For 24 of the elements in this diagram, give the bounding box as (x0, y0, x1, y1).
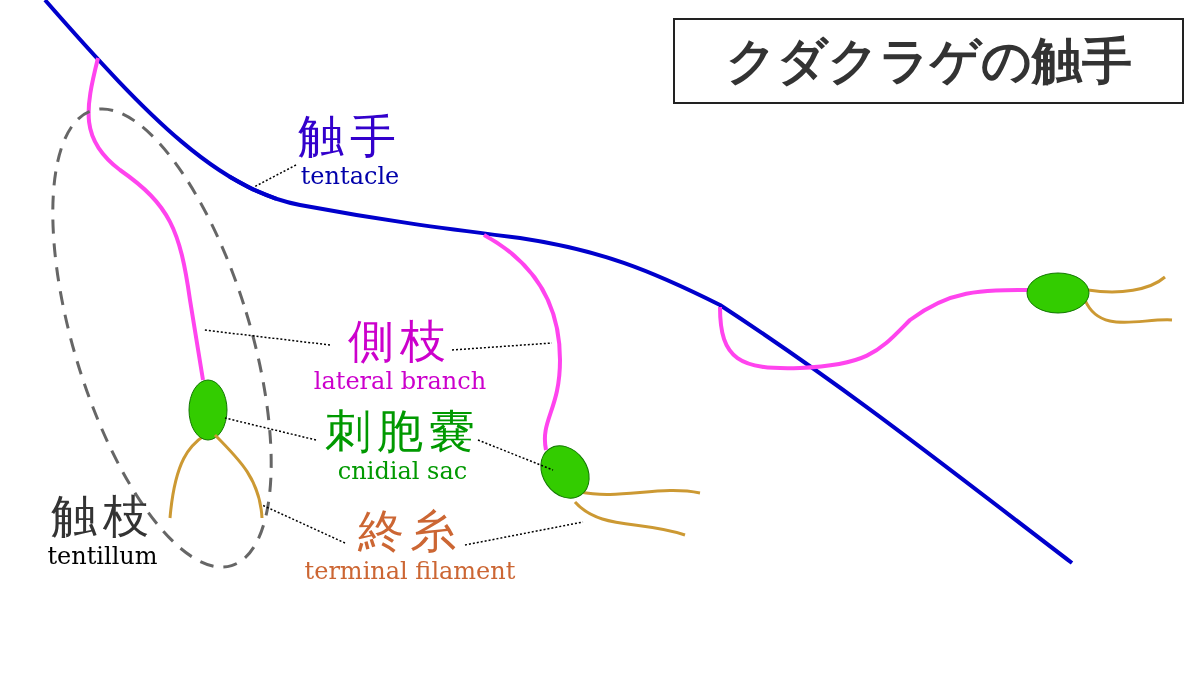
english-label: tentacle (300, 162, 400, 190)
cnidial-sac (188, 379, 228, 441)
leader-line (261, 504, 346, 544)
term-label: 触枝 (50, 490, 155, 542)
leader-line (253, 164, 297, 188)
tentacle-segment (228, 175, 278, 201)
english-label: tentillum (47, 542, 158, 570)
english-label: cnidial sac (337, 457, 468, 485)
leader-line (224, 417, 317, 441)
term-label: 終糸 (358, 505, 462, 557)
leader-line (477, 439, 554, 471)
terminal-filament (573, 500, 686, 537)
cnidial-sac (540, 445, 590, 499)
term-label: 触手 (298, 110, 402, 162)
lateral-branch (86, 57, 205, 381)
leader-line (464, 521, 584, 546)
terminal-filament (213, 433, 264, 519)
title: クダクラゲの触手 (673, 18, 1184, 104)
term-label: 刺胞嚢 (324, 405, 481, 457)
leader-line (203, 329, 331, 346)
english-label: lateral branch (313, 367, 487, 395)
leader-line (451, 342, 553, 351)
term-label: 側枝 (348, 315, 452, 367)
english-label: terminal filament (304, 557, 516, 585)
